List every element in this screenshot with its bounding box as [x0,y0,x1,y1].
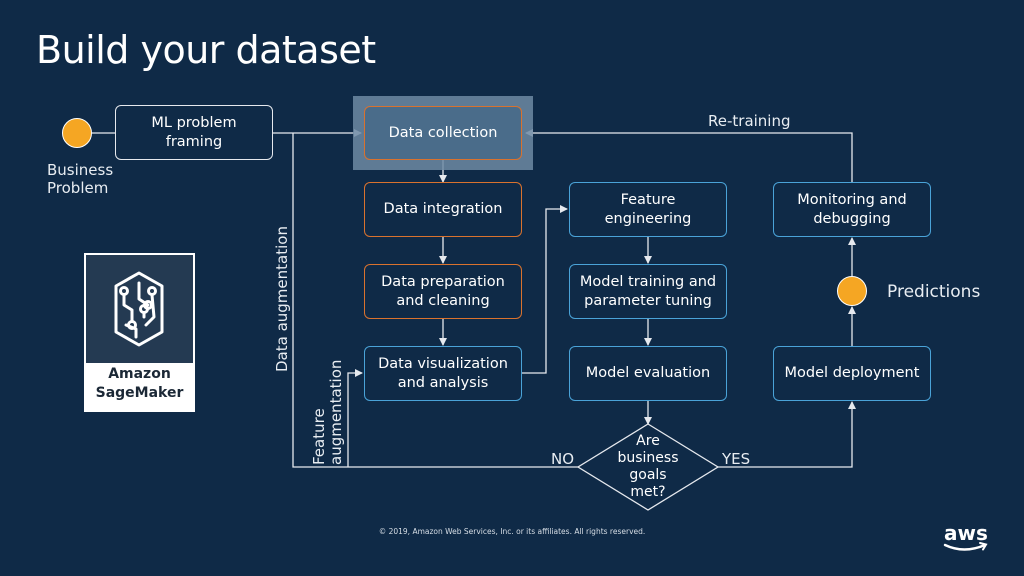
ml-problem-framing-box: ML problem framing [115,105,273,160]
model-deployment-box: Model deployment [773,346,931,401]
aws-logo-text: aws [944,521,988,545]
data-preparation-box: Data preparation and cleaning [364,264,522,319]
decision-label: Are business goals met? [617,433,679,501]
predictions-circle [837,276,867,306]
copyright-footer: © 2019, Amazon Web Services, Inc. or its… [378,527,646,536]
edge-retraining [525,129,853,182]
aws-smile-icon [943,543,987,551]
feature-engineering-box: Feature engineering [569,182,727,237]
yes-label: YES [722,450,751,468]
edge-data-augmentation [292,133,580,468]
slide-title: Build your dataset [36,28,376,72]
edge-visualization-to-features [522,205,568,374]
data-augmentation-label: Data augmentation [273,226,291,372]
model-evaluation-box: Model evaluation [569,346,727,401]
retraining-label: Re-training [708,112,791,130]
predictions-label: Predictions [887,282,981,302]
feature-augmentation-label: Feature augmentation [310,359,346,465]
sagemaker-label: Amazon SageMaker [95,366,184,401]
data-collection-box: Data collection [364,106,522,160]
data-visualization-box: Data visualization and analysis [364,346,522,401]
model-training-box: Model training and parameter tuning [569,264,727,319]
business-problem-label: Business Problem [47,161,114,197]
no-label: NO [551,450,575,468]
aws-logo: aws [940,521,992,559]
sagemaker-icon-area [86,255,193,363]
edge-feature-augmentation [347,369,363,467]
data-integration-box: Data integration [364,182,522,237]
sagemaker-brain-icon [114,271,164,347]
sagemaker-card: Amazon SageMaker [84,253,195,412]
monitoring-box: Monitoring and debugging [773,182,931,237]
decision-diamond [576,423,720,511]
edge-decision-yes [718,401,856,468]
business-problem-circle [62,118,92,148]
